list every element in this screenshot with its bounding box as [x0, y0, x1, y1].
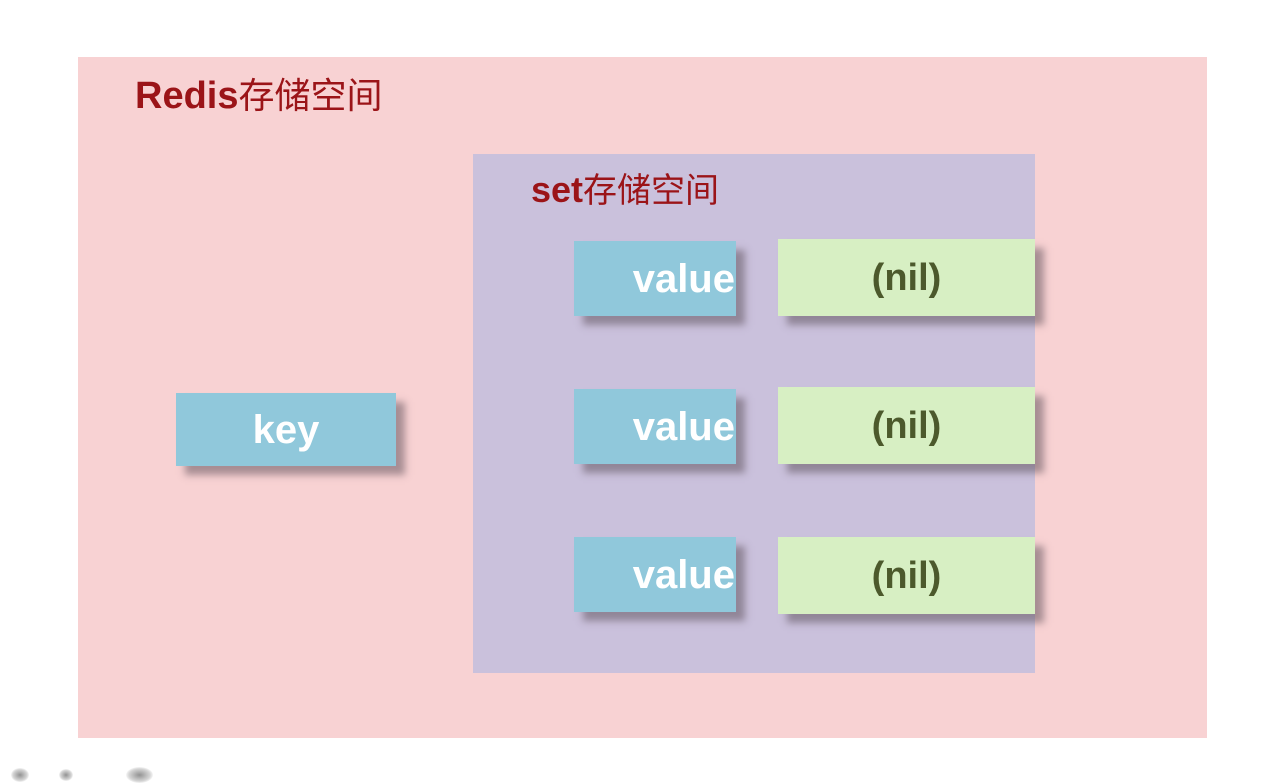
nil-label: (nil)	[871, 404, 942, 447]
set-space-title-latin: set	[531, 169, 584, 210]
redis-space-title: Redis存储空间	[135, 77, 383, 115]
value-label: value	[632, 256, 735, 301]
value-label: value	[632, 404, 735, 449]
key-box: key	[176, 393, 396, 466]
nil-box: (nil)	[778, 387, 1035, 464]
set-space-title: set存储空间	[531, 172, 719, 209]
bottom-edge-artifact-icon	[11, 768, 29, 782]
nil-box: (nil)	[778, 537, 1035, 614]
redis-space-title-chinese: 存储空间	[238, 76, 383, 116]
redis-space-title-latin: Redis	[135, 75, 239, 117]
bottom-edge-artifact-icon	[59, 769, 73, 781]
set-space-title-chinese: 存储空间	[583, 173, 720, 210]
value-box: value	[574, 389, 736, 464]
value-box: value	[574, 241, 736, 316]
value-label: value	[632, 552, 735, 597]
value-box: value	[574, 537, 736, 612]
nil-box: (nil)	[778, 239, 1035, 316]
key-label: key	[252, 407, 320, 452]
set-space-container: set存储空间 value (nil) value (nil) value (n…	[473, 154, 1035, 673]
nil-label: (nil)	[871, 256, 942, 299]
nil-label: (nil)	[871, 554, 942, 597]
redis-space-container: Redis存储空间 key set存储空间 value (nil) value …	[78, 57, 1207, 738]
bottom-edge-artifact-icon	[126, 767, 153, 783]
